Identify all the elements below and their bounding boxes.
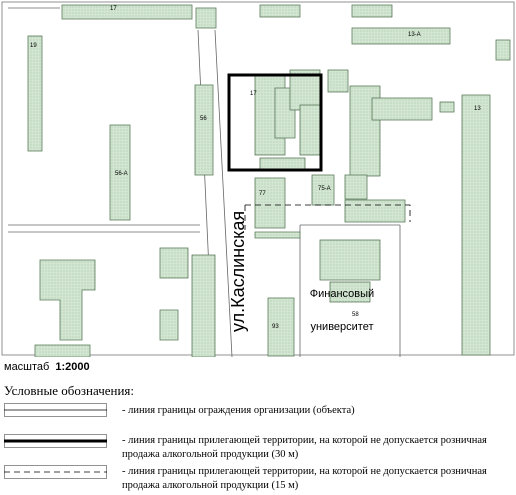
- scale-label: масштаб: [4, 361, 50, 373]
- building-56: 56: [200, 116, 207, 122]
- legend-text-30m: - линия границы прилегающей территории, …: [122, 435, 487, 460]
- legend-swatch-thick: [4, 434, 107, 448]
- buildings: [27, 4, 511, 357]
- building-17-zone: 17: [250, 91, 257, 97]
- building-labels: 17 19 13-А 13 56 56-А 17 77 75-А 58 93: [30, 6, 481, 330]
- street-name-label: ул.Каслинская: [228, 211, 248, 332]
- institution-label: Финансовый университет: [310, 288, 374, 333]
- boundary-30m: [227, 73, 323, 172]
- legend-item-15m: - линия границы прилегающей территории, …: [4, 464, 512, 492]
- boundary-15m: [244, 204, 411, 230]
- legend-text-fence: - линия границы ограждения организации (…: [122, 405, 355, 416]
- building-19: 19: [30, 43, 37, 49]
- building-13: 13: [474, 106, 481, 112]
- building-13a: 13-А: [408, 32, 421, 38]
- legend-item-30m: - линия границы прилегающей территории, …: [4, 433, 512, 461]
- legend-swatch-dashed: [4, 465, 107, 479]
- scale-value: 1:2000: [55, 361, 90, 373]
- legend-text-15m: - линия границы прилегающей территории, …: [122, 466, 487, 491]
- building-56a: 56-А: [115, 171, 128, 177]
- city-plan-map: 17 19 13-А 13 56 56-А 17 77 75-А 58 93 у…: [1, 1, 515, 357]
- building-58: 58: [352, 312, 359, 318]
- scale-indicator: масштаб 1:2000: [4, 361, 90, 373]
- institution-label-line-1: Финансовый: [310, 288, 374, 300]
- building-93: 93: [272, 324, 279, 330]
- legend-item-fence: - линия границы ограждения организации (…: [4, 402, 512, 418]
- institution-label-line-2: университет: [310, 321, 373, 333]
- building-75a: 75-А: [318, 186, 331, 192]
- building-17-top: 17: [110, 6, 117, 12]
- building-77: 77: [259, 191, 266, 197]
- map-outline: [1, 1, 515, 356]
- legend-title: Условные обозначения:: [4, 383, 135, 398]
- legend-swatch-thin: [4, 403, 107, 417]
